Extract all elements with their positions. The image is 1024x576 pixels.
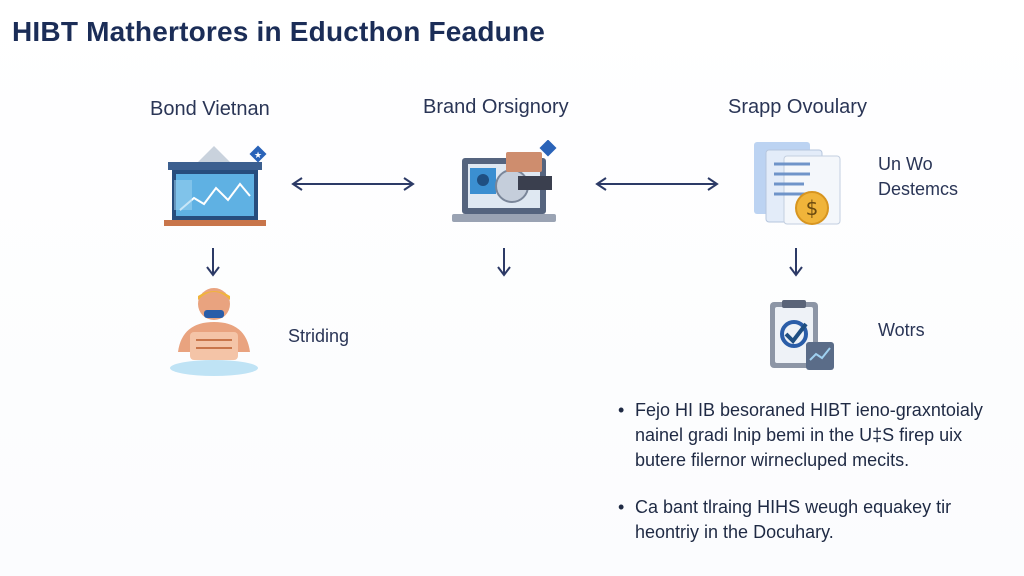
column-label-bank: Bond Vietnan [150,98,270,120]
page-title: HIBT Mathertores in Educthon Feadune [12,16,546,47]
svg-text:$: $ [806,196,819,220]
list-item: Fejo HI IB besoraned HIBT ieno-graxntoia… [616,398,1016,473]
double-arrow-bank-laptop [290,176,416,197]
bank-building-icon: ★ [160,140,272,235]
documents-coin-icon: $ [750,138,854,235]
bullet-1-line-3: butere filernor wirnecluped mecits. [635,450,910,470]
notes-bullet-list: Fejo HI IB besoraned HIBT ieno-graxntoia… [616,398,1016,567]
column-label-documents: Srapp Ovoulary [728,96,867,118]
documents-side-label: Un Wo Destemcs [878,152,958,202]
double-arrow-laptop-documents [594,176,720,197]
documents-side-label-line1: Un Wo [878,154,933,174]
svg-text:★: ★ [254,151,262,161]
down-arrow-documents [788,246,804,283]
bullet-2-line-2: heontriy in the Docuhary. [635,522,834,542]
list-item: Ca bant tlraing HIHS weugh equakey tir h… [616,495,1016,545]
documents-side-label-line2: Destemcs [878,179,959,199]
student-person-icon [164,282,264,383]
column-label-laptop: Brand Orsignory [423,96,569,118]
bullet-1-line-1: Fejo HI IB besoraned HIBT ieno-graxntoia… [635,400,983,420]
student-side-label: Striding [288,326,350,346]
checklist-side-label: Wotrs [878,320,925,340]
down-arrow-bank [205,246,221,283]
down-arrow-laptop [496,246,512,283]
checklist-clipboard-icon [766,298,840,379]
laptop-icon [448,139,564,235]
bullet-1-line-2: nainel gradi lnip bemi in the U‡S firep … [635,425,963,445]
bullet-2-line-1: Ca bant tlraing HIHS weugh equakey tir [635,497,952,517]
